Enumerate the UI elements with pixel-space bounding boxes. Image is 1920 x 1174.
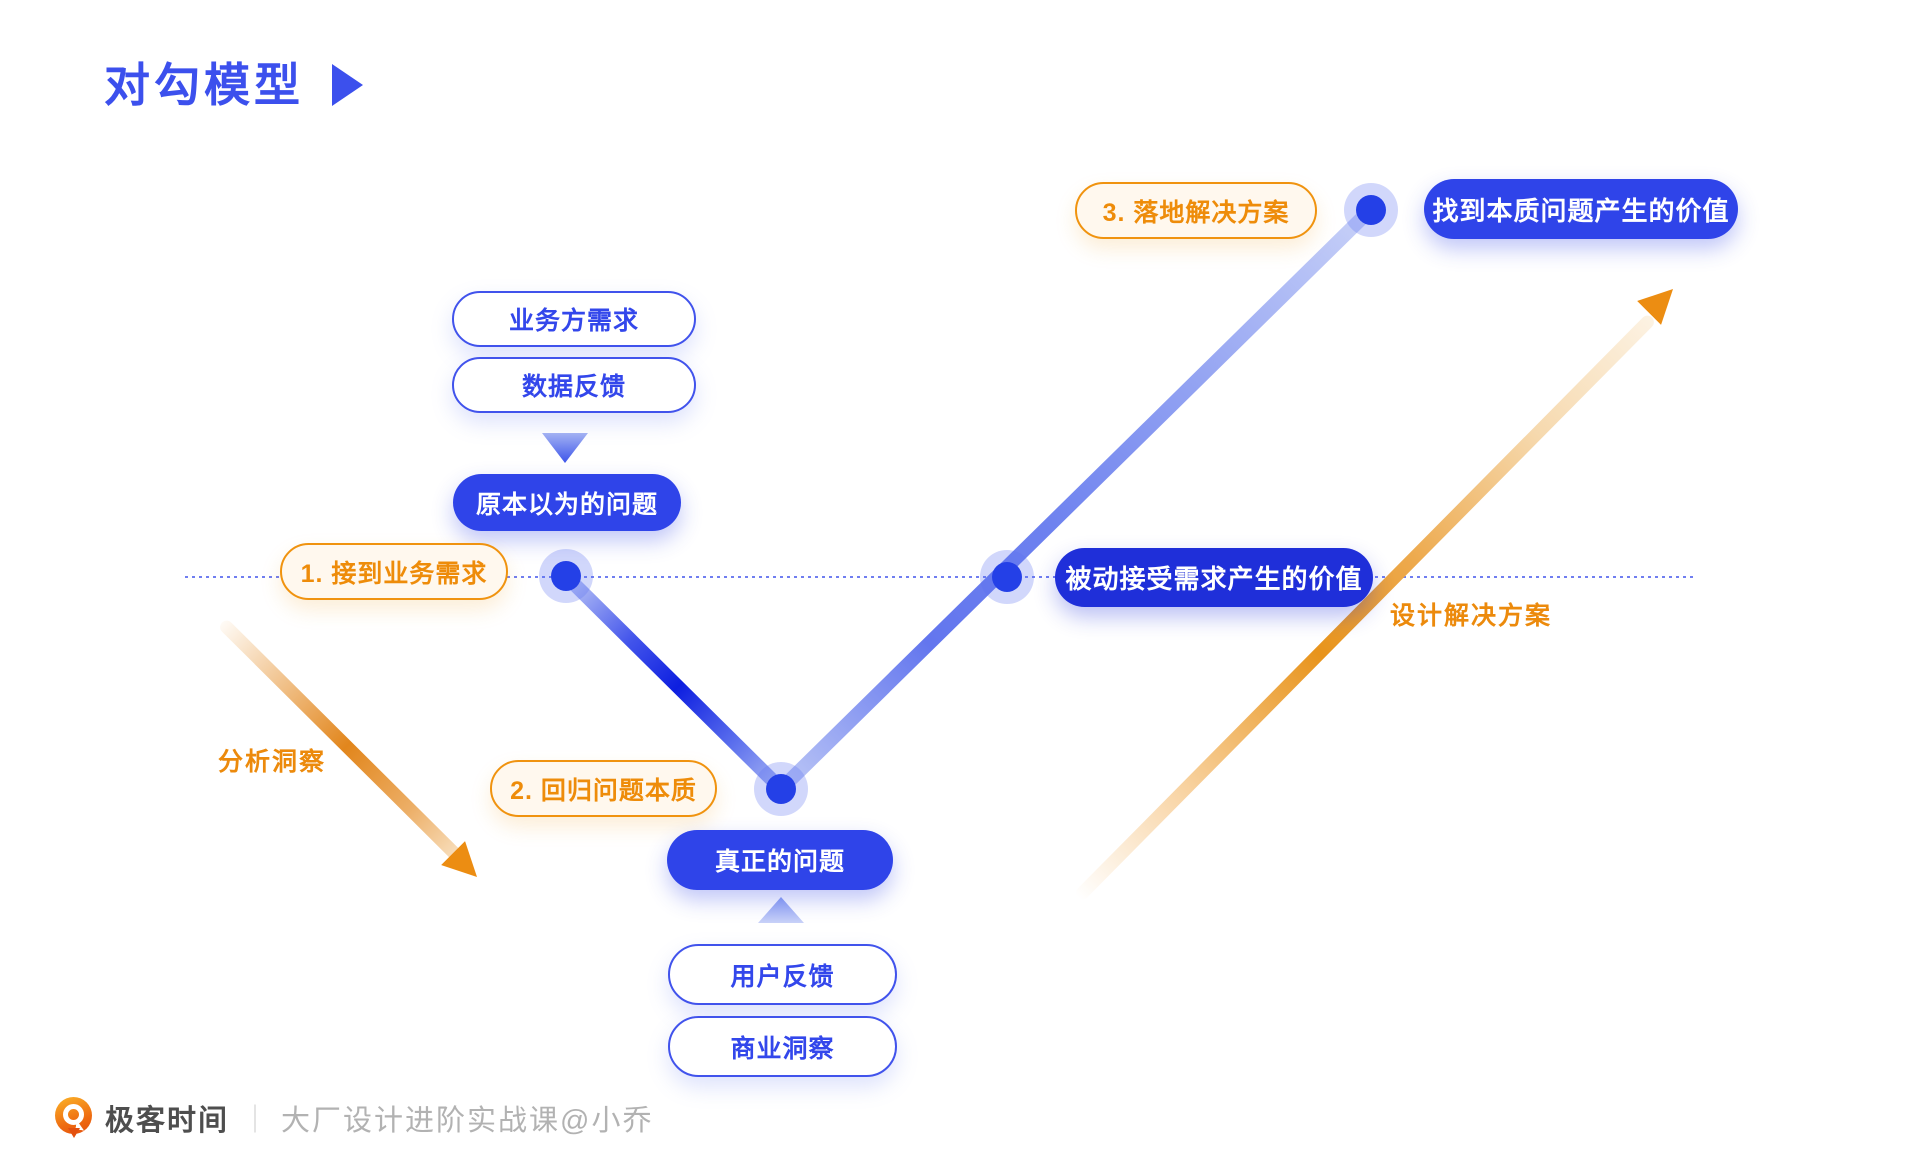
geektime-logo-icon bbox=[55, 1097, 93, 1139]
pill-step1-receive-demand: 1. 接到业务需求 bbox=[280, 543, 508, 600]
play-triangle-icon bbox=[332, 64, 363, 106]
pill-business-insight: 商业洞察 bbox=[668, 1016, 897, 1077]
pill-label: 3. 落地解决方案 bbox=[1102, 198, 1290, 227]
pill-label: 业务方需求 bbox=[508, 307, 639, 335]
pill-label: 找到本质问题产生的价值 bbox=[1432, 195, 1730, 226]
footer-brand: 极客时间 bbox=[105, 1105, 230, 1137]
logo-ring bbox=[63, 1104, 84, 1125]
pill-user-feedback: 用户反馈 bbox=[668, 944, 897, 1005]
footer-separator: ｜ bbox=[241, 1104, 270, 1135]
pill-data-feedback: 数据反馈 bbox=[452, 357, 696, 413]
pill-step2-return-essence: 2. 回归问题本质 bbox=[490, 760, 717, 817]
baseline-dotted-line bbox=[185, 576, 1695, 578]
node-dot-core bbox=[766, 774, 796, 804]
pill-business-demand: 业务方需求 bbox=[452, 291, 696, 347]
pill-step3-land-solution: 3. 落地解决方案 bbox=[1075, 182, 1317, 239]
pill-real-problem: 真正的问题 bbox=[667, 830, 893, 890]
pill-label: 1. 接到业务需求 bbox=[300, 559, 488, 588]
footer: 极客时间 ｜ 大厂设计进阶实战课@小乔 bbox=[55, 1097, 653, 1139]
pill-label: 2. 回归问题本质 bbox=[510, 776, 697, 805]
pill-passive-value: 被动接受需求产生的价值 bbox=[1055, 548, 1373, 607]
label-design-solution: 设计解决方案 bbox=[1390, 602, 1553, 630]
footer-course-credit: 大厂设计进阶实战课@小乔 bbox=[281, 1105, 654, 1137]
pill-label: 真正的问题 bbox=[714, 848, 845, 876]
node-dot-core bbox=[1356, 195, 1386, 225]
node-dot-passive-value bbox=[980, 550, 1034, 604]
pill-essential-value: 找到本质问题产生的价值 bbox=[1424, 179, 1738, 239]
title-row: 对勾模型 bbox=[104, 62, 363, 108]
pill-label: 被动接受需求产生的价值 bbox=[1065, 564, 1363, 594]
pill-label: 用户反馈 bbox=[730, 962, 835, 991]
pill-label: 原本以为的问题 bbox=[475, 490, 658, 519]
node-dot-core bbox=[551, 561, 581, 591]
node-dot-step1 bbox=[539, 549, 593, 603]
pill-assumed-problem: 原本以为的问题 bbox=[453, 474, 681, 531]
logo-tail bbox=[68, 1128, 80, 1138]
pill-label: 商业洞察 bbox=[730, 1034, 835, 1063]
arrow-down-icon bbox=[542, 433, 588, 463]
check-line-ascending bbox=[776, 204, 1376, 794]
label-analysis-insight: 分析洞察 bbox=[218, 748, 327, 776]
design-arrow-line bbox=[1073, 312, 1657, 903]
arrow-up-icon bbox=[758, 897, 804, 923]
pill-label: 数据反馈 bbox=[521, 373, 626, 401]
node-dot-core bbox=[992, 562, 1022, 592]
node-dot-step2 bbox=[754, 762, 808, 816]
node-dot-step3 bbox=[1344, 183, 1398, 237]
page-title: 对勾模型 bbox=[104, 59, 304, 111]
